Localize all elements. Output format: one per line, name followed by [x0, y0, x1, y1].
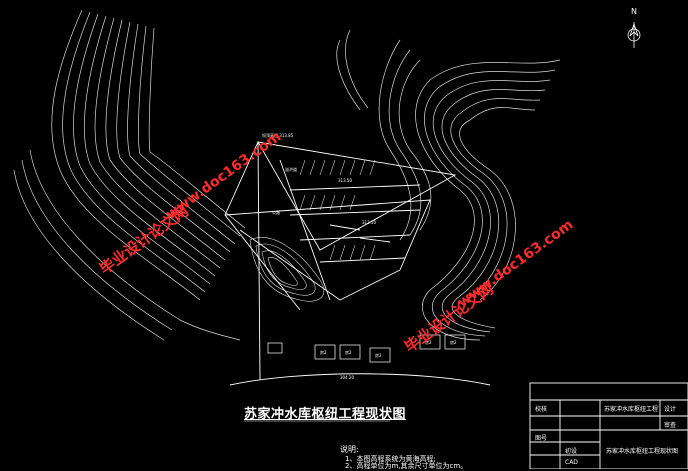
house-label-5: 房2	[450, 340, 457, 345]
north-arrow	[627, 22, 641, 48]
elevation-label-a: 313.50	[338, 178, 352, 183]
house-label-3: 房2	[375, 353, 382, 358]
right-contour-lines	[336, 29, 561, 341]
spillway-label: 溢洪道	[285, 167, 297, 172]
hatch-lines	[299, 159, 376, 261]
elevation-label-b: 312.50	[362, 220, 376, 225]
title-block-frame	[529, 382, 688, 469]
title-block-project-name: 苏家冲水库枢纽工程	[604, 406, 659, 413]
left-contour-lines	[13, 9, 246, 341]
title-block-project-label: 校核	[535, 406, 548, 413]
road-label: 公路	[272, 210, 280, 215]
house-label-2: 房2	[345, 350, 352, 355]
notes-heading: 说明:	[340, 445, 359, 454]
dam-crest-label: 坝顶高程 313.85	[262, 133, 294, 138]
house-label-1: 房2	[320, 350, 327, 355]
elevation-label-c: 304.20	[340, 375, 354, 380]
house-label-4: 房2	[425, 340, 432, 345]
drawing-title: 苏家冲水库枢纽工程现状图	[244, 407, 407, 422]
title-block-drawing-label: 苏家冲水库枢纽工程现状图	[606, 448, 679, 455]
title-block-stage-label: 初设	[565, 448, 578, 455]
title-block-scale-value: CAD	[565, 459, 578, 466]
title-block-design-label: 设计	[664, 406, 677, 413]
note-line-1: 1、本图高程系统为黄海高程;	[345, 455, 436, 463]
title-block-number-label: 图号	[535, 435, 548, 442]
note-line-2: 2、高程单位为m,其余尺寸单位为cm。	[345, 462, 468, 470]
house-boxes	[267, 334, 466, 363]
hill-contours-center	[249, 237, 325, 302]
reservoir-layout-lines	[224, 141, 491, 386]
title-block-review-label: 审查	[664, 422, 677, 429]
north-label: N	[631, 7, 637, 16]
